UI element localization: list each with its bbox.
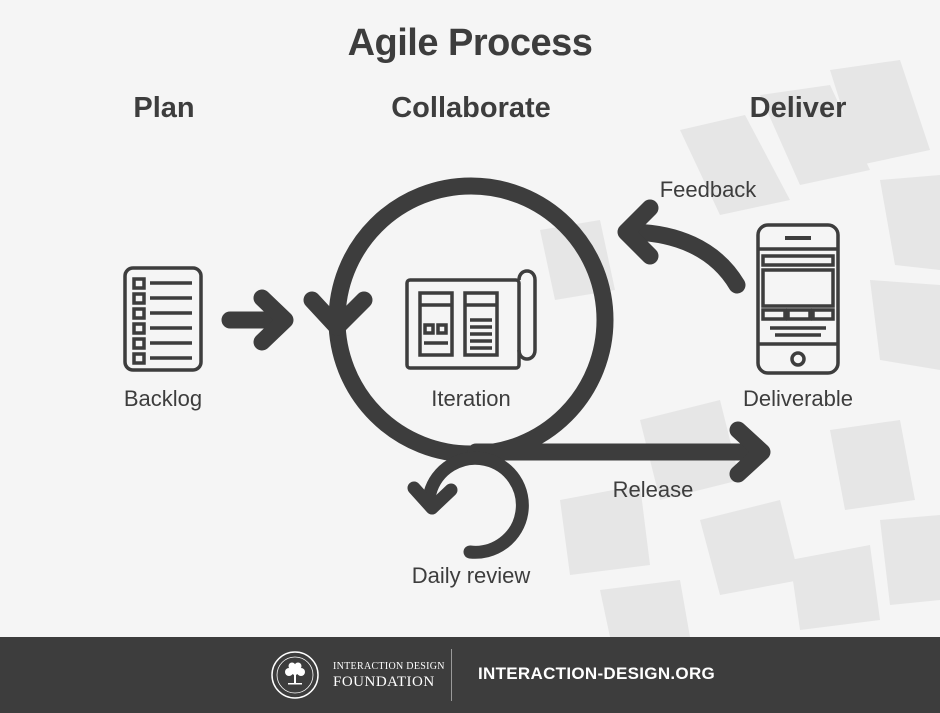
- feedback-label: Feedback: [659, 177, 757, 202]
- diagram-title: Agile Process: [347, 22, 593, 64]
- backlog-label: Backlog: [123, 386, 203, 411]
- release-arrow: [467, 421, 771, 483]
- phase-collaborate-heading: Collaborate: [391, 92, 551, 124]
- deliverable-phone-icon: [756, 223, 840, 375]
- backlog-icon: [123, 266, 203, 372]
- backlog-arrow: [221, 289, 294, 351]
- deliverable-label: Deliverable: [742, 386, 854, 411]
- footer-org-line2: FOUNDATION: [333, 674, 435, 690]
- footer-org-line1: INTERACTION DESIGN: [333, 661, 445, 672]
- footer-divider: [451, 649, 452, 701]
- daily-review-loop: [407, 451, 529, 559]
- daily-review-label: Daily review: [411, 563, 531, 588]
- footer-website-link[interactable]: INTERACTION-DESIGN.ORG: [478, 664, 716, 683]
- iteration-label: Iteration: [431, 386, 511, 411]
- footer-bar: INTERACTION DESIGN FOUNDATION INTERACTIO…: [0, 637, 940, 713]
- iteration-board-icon: [405, 269, 537, 370]
- watermark-graphic: [540, 60, 940, 637]
- phase-plan-heading: Plan: [133, 92, 195, 124]
- release-label: Release: [612, 477, 694, 502]
- foundation-seal-logo: [271, 651, 319, 699]
- phase-deliver-heading: Deliver: [749, 92, 847, 124]
- iteration-loop-arrowhead: [303, 291, 373, 336]
- feedback-arrow: [617, 199, 746, 294]
